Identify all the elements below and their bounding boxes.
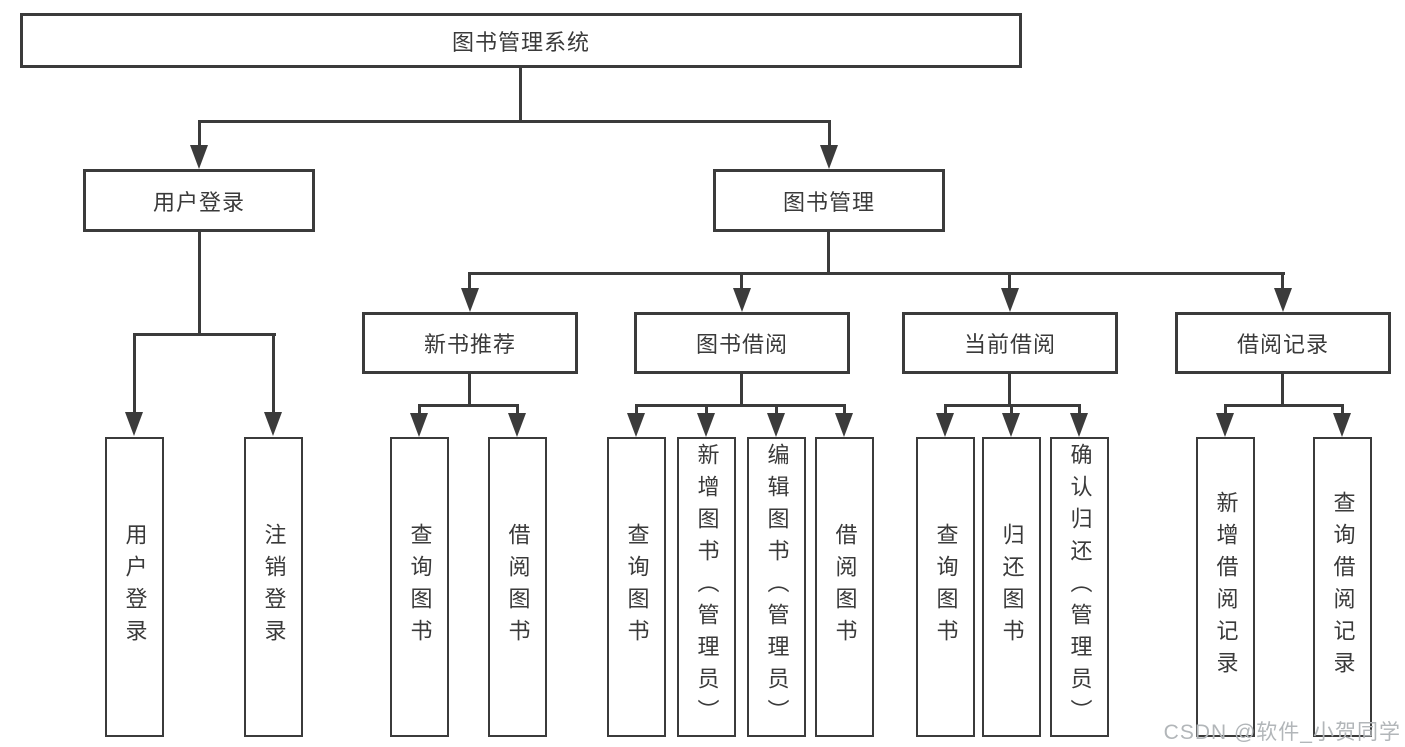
node-label: 新增借阅记录 (1213, 491, 1239, 683)
arrowhead-down-icon (410, 413, 428, 437)
leaf-query-borrow-record: 查询借阅记录 (1313, 437, 1372, 737)
csdn-watermark: CSDN @软件_小贺同学 (1163, 721, 1401, 744)
connector-stub (1281, 272, 1284, 290)
node-label: 借阅图书 (832, 523, 858, 651)
node-book-borrowing: 图书借阅 (634, 312, 850, 374)
node-current-borrowing: 当前借阅 (902, 312, 1118, 374)
leaf-add-borrow-record: 新增借阅记录 (1196, 437, 1255, 737)
connector-stub (418, 404, 421, 415)
node-label: 编辑图书（管理员） (764, 443, 790, 731)
node-label: 查询借阅记录 (1330, 491, 1356, 683)
connector-stub (843, 404, 846, 415)
node-label: 新增图书（管理员） (694, 443, 720, 731)
arrowhead-down-icon (820, 145, 838, 169)
node-label: 图书借阅 (695, 332, 788, 357)
node-label: 查询图书 (407, 523, 433, 651)
arrowhead-down-icon (733, 288, 751, 312)
node-label: 注销登录 (261, 523, 287, 651)
connector-userlogin-vertical (198, 232, 201, 336)
leaf-borrow-books-2: 借阅图书 (815, 437, 874, 737)
node-label: 用户登录 (152, 189, 245, 215)
node-library-management-system: 图书管理系统 (20, 13, 1022, 68)
arrowhead-down-icon (264, 412, 282, 436)
connector-stub (705, 404, 708, 415)
node-label: 归还图书 (999, 523, 1025, 651)
leaf-query-books-1: 查询图书 (390, 437, 449, 737)
leaf-add-books-admin: 新增图书（管理员） (677, 437, 736, 737)
leaf-edit-books-admin: 编辑图书（管理员） (747, 437, 806, 737)
arrowhead-down-icon (1274, 288, 1292, 312)
node-label: 借阅图书 (505, 523, 531, 651)
node-book-management: 图书管理 (713, 169, 945, 232)
connector-root-vertical (519, 68, 522, 122)
arrowhead-down-icon (835, 413, 853, 437)
connector-stub (1010, 404, 1013, 415)
leaf-logout: 注销登录 (244, 437, 303, 737)
connector-bookmgmt-horizontal (468, 272, 1285, 275)
arrowhead-down-icon (1002, 413, 1020, 437)
connector-root-horizontal (198, 120, 831, 123)
arrowhead-down-icon (1333, 413, 1351, 437)
connector-newbook-vertical (468, 374, 471, 407)
leaf-return-books: 归还图书 (982, 437, 1041, 737)
connector-borrow-horizontal (635, 404, 846, 407)
connector-stub (635, 404, 638, 415)
node-label: 查询图书 (624, 523, 650, 651)
arrowhead-down-icon (1070, 413, 1088, 437)
node-label: 查询图书 (933, 523, 959, 651)
connector-stub (828, 120, 831, 147)
node-label: 图书管理 (782, 189, 875, 215)
node-label: 确认归还（管理员） (1067, 443, 1093, 731)
arrowhead-down-icon (461, 288, 479, 312)
arrowhead-down-icon (1001, 288, 1019, 312)
node-label: 新书推荐 (423, 332, 516, 357)
connector-userlogin-horizontal (133, 333, 276, 336)
connector-stub (468, 272, 471, 290)
arrowhead-down-icon (125, 412, 143, 436)
node-label: 当前借阅 (963, 332, 1056, 357)
connector-stub (1008, 272, 1011, 290)
arrowhead-down-icon (190, 145, 208, 169)
leaf-borrow-books-1: 借阅图书 (488, 437, 547, 737)
connector-borrow-vertical (740, 374, 743, 407)
arrowhead-down-icon (936, 413, 954, 437)
connector-stub (133, 333, 136, 413)
connector-stub (516, 404, 519, 415)
leaf-query-books-3: 查询图书 (916, 437, 975, 737)
connector-stub (944, 404, 947, 415)
arrowhead-down-icon (627, 413, 645, 437)
leaf-user-login: 用户登录 (105, 437, 164, 737)
arrowhead-down-icon (508, 413, 526, 437)
connector-current-vertical (1008, 374, 1011, 407)
arrowhead-down-icon (767, 413, 785, 437)
connector-stub (740, 272, 743, 290)
node-new-book-recommendation: 新书推荐 (362, 312, 578, 374)
node-label: 用户登录 (122, 523, 148, 651)
connector-bookmgmt-vertical (827, 232, 830, 275)
connector-records-vertical (1281, 374, 1284, 407)
connector-stub (272, 333, 275, 413)
connector-newbook-horizontal (418, 404, 519, 407)
node-label: 图书管理系统 (451, 29, 590, 55)
arrowhead-down-icon (697, 413, 715, 437)
arrowhead-down-icon (1216, 413, 1234, 437)
leaf-confirm-return-admin: 确认归还（管理员） (1050, 437, 1109, 737)
connector-stub (1224, 404, 1227, 415)
connector-stub (1078, 404, 1081, 415)
node-label: 借阅记录 (1236, 332, 1329, 357)
connector-stub (1341, 404, 1344, 415)
node-borrowing-records: 借阅记录 (1175, 312, 1391, 374)
connector-stub (198, 120, 201, 147)
connector-stub (775, 404, 778, 415)
connector-records-horizontal (1224, 404, 1344, 407)
leaf-query-books-2: 查询图书 (607, 437, 666, 737)
node-user-login: 用户登录 (83, 169, 315, 232)
